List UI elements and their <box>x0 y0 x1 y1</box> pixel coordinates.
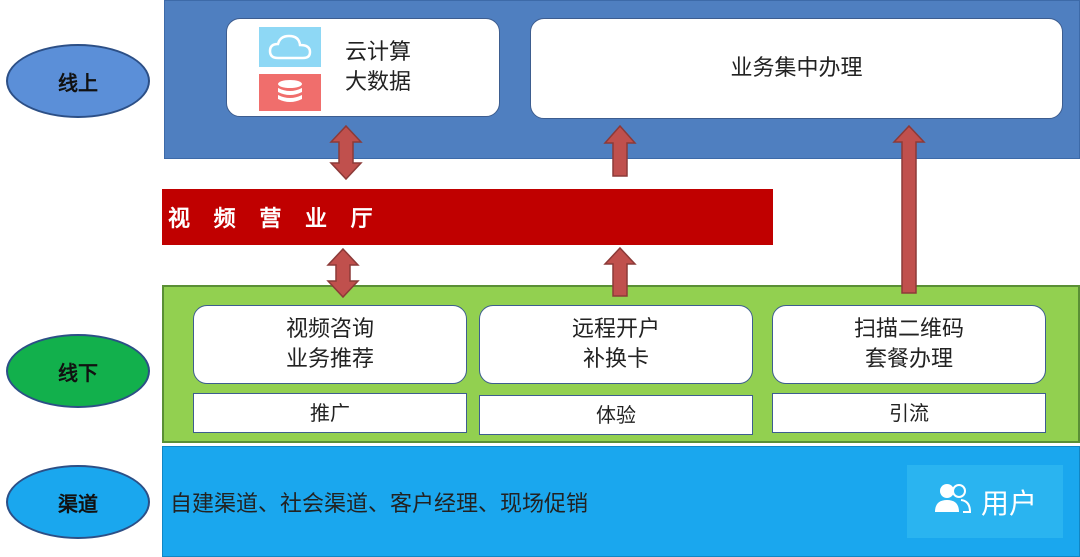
replace-card-label: 补换卡 <box>582 346 649 372</box>
cloud-icon <box>259 27 321 67</box>
long-up-arrow-right <box>892 124 926 294</box>
traffic-label: 引流 <box>889 401 929 425</box>
video-consult-label: 视频咨询 <box>285 316 374 342</box>
video-hall-band: 视 频 营 业 厅 <box>162 189 773 245</box>
offline-label: 线下 <box>58 360 98 385</box>
central-business-box: 业务集中办理 <box>530 18 1063 119</box>
user-icon <box>933 482 973 521</box>
remote-account-label: 远程开户 <box>571 316 660 342</box>
up-arrow-bottom-middle <box>603 246 637 297</box>
scan-qr-label: 扫描二维码 <box>853 316 964 342</box>
business-recommend-label: 业务推荐 <box>285 346 374 372</box>
tag-traffic: 引流 <box>772 393 1046 433</box>
scan-qr-box: 扫描二维码 套餐办理 <box>772 305 1046 384</box>
user-box: 用户 <box>907 465 1063 538</box>
channel-list-text: 自建渠道、社会渠道、客户经理、现场促销 <box>170 492 589 517</box>
row-label-online: 线上 <box>6 44 150 118</box>
experience-label: 体验 <box>596 403 636 427</box>
tag-experience: 体验 <box>479 395 753 435</box>
big-data-label: 大数据 <box>345 70 412 95</box>
package-handling-label: 套餐办理 <box>864 346 953 372</box>
cloud-bigdata-box: 云计算 大数据 <box>226 18 500 117</box>
remote-account-box: 远程开户 补换卡 <box>479 305 753 384</box>
double-arrow-bottom-left <box>326 247 360 299</box>
up-arrow-top-middle <box>603 124 637 177</box>
row-label-channel: 渠道 <box>6 465 150 539</box>
cloud-bigdata-text: 云计算 大数据 <box>345 38 411 98</box>
online-label: 线上 <box>58 70 98 95</box>
user-label: 用户 <box>980 486 1037 520</box>
central-business-label: 业务集中办理 <box>730 55 863 81</box>
double-arrow-top-left <box>329 124 363 181</box>
tag-promotion: 推广 <box>193 393 467 433</box>
promotion-label: 推广 <box>310 401 350 425</box>
cloud-computing-label: 云计算 <box>345 40 412 65</box>
row-label-offline: 线下 <box>6 334 150 408</box>
database-icon <box>259 74 321 111</box>
channel-label: 渠道 <box>58 491 98 516</box>
video-consult-box: 视频咨询 业务推荐 <box>193 305 467 384</box>
video-hall-label: 视 频 营 业 厅 <box>168 207 381 232</box>
